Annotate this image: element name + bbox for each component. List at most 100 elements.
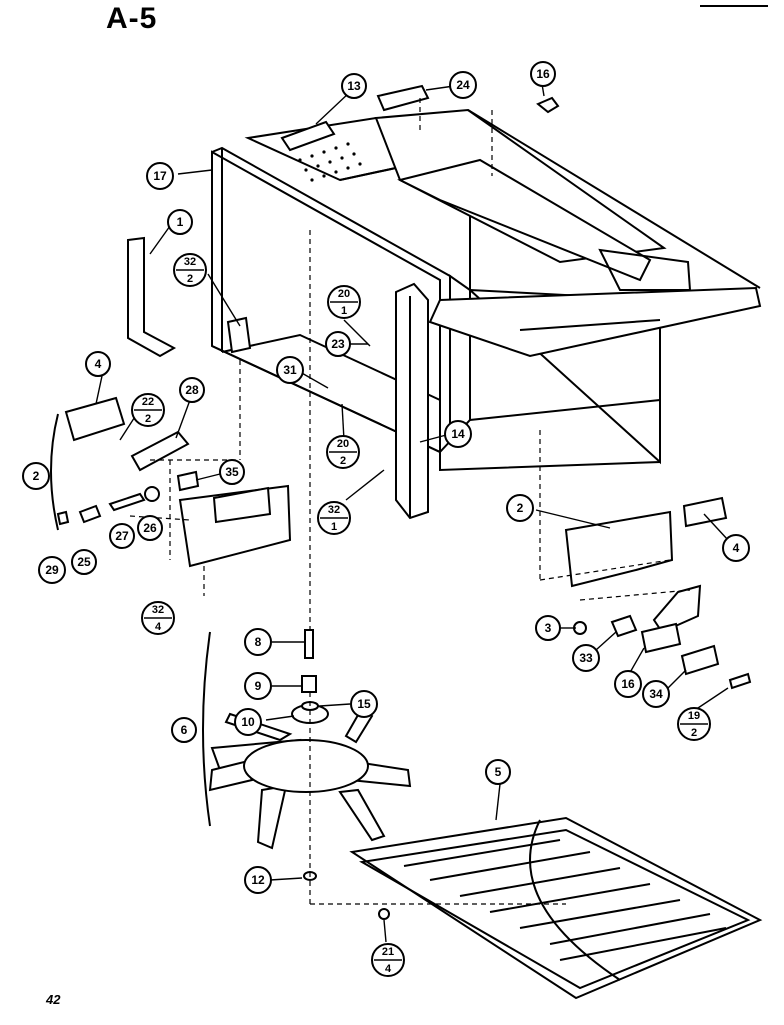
callout-13 — [341, 73, 367, 99]
callout-9 — [244, 672, 272, 700]
callout-label: 16 — [536, 67, 550, 81]
callout-label: 34 — [649, 687, 663, 701]
split-callout-bottom: 2 — [691, 727, 697, 739]
rod-1 — [127, 236, 177, 358]
callout-4b — [722, 534, 750, 562]
base-pan-5 — [349, 816, 763, 1000]
plate-4-left — [64, 396, 126, 442]
split-callout-top: 32 — [184, 256, 196, 268]
callout-1 — [167, 209, 193, 235]
callout-label: 13 — [347, 79, 361, 93]
screw-21 — [378, 908, 390, 920]
split-callout-bottom: 2 — [340, 455, 346, 467]
fan-blade — [256, 784, 288, 850]
callout-34 — [642, 680, 670, 708]
callout-label: 4 — [95, 357, 102, 371]
split-callout-top: 19 — [688, 710, 700, 722]
split-callout-bottom: 2 — [187, 273, 193, 285]
callout-2a — [22, 462, 50, 490]
nut-29 — [56, 510, 70, 526]
split-callout-top: 21 — [382, 946, 394, 958]
fan-blade — [338, 788, 386, 842]
callout-16b — [614, 670, 642, 698]
callout-35 — [219, 459, 245, 485]
callout-26 — [137, 515, 163, 541]
callout-label: 14 — [451, 427, 465, 441]
lever-28 — [130, 430, 190, 472]
fan-hub-disc — [243, 739, 369, 793]
vent-holes — [298, 142, 362, 182]
callout-label: 12 — [251, 873, 265, 887]
callout-label: 25 — [77, 555, 91, 569]
terminal-block-13 — [280, 120, 336, 152]
split-callout-top: 22 — [142, 396, 154, 408]
screw-27 — [108, 492, 146, 512]
callout-label: 35 — [225, 465, 239, 479]
callout-33 — [572, 644, 600, 672]
split-callout-top: 32 — [152, 604, 164, 616]
screw-19 — [728, 672, 752, 690]
clip-16 — [536, 96, 560, 114]
callout-5 — [485, 759, 511, 785]
callout-4a — [85, 351, 111, 377]
callout-label: 27 — [115, 529, 129, 543]
callout-label: 33 — [579, 651, 593, 665]
plate-4-right — [682, 496, 728, 528]
callout-label: 26 — [143, 521, 157, 535]
callout-label: 10 — [241, 715, 255, 729]
switch-mount-plate-right — [564, 510, 674, 588]
terminal-block-24 — [376, 84, 430, 112]
split-callout-top: 20 — [338, 288, 350, 300]
split-callout-bottom: 1 — [341, 305, 347, 317]
callout-label: 31 — [283, 363, 297, 377]
callout-label: 3 — [545, 621, 552, 635]
callout-label: 15 — [357, 697, 371, 711]
split-callout-top: 20 — [337, 438, 349, 450]
callout-15 — [350, 690, 378, 718]
callout-label: 4 — [733, 541, 740, 555]
callout-label: 23 — [331, 337, 345, 351]
lever-33 — [610, 614, 638, 638]
callout-25 — [71, 549, 97, 575]
callout-label: 2 — [517, 501, 524, 515]
shaft-bolt-8 — [304, 629, 314, 659]
callout-label: 17 — [153, 169, 167, 183]
callout-label: 29 — [45, 563, 59, 577]
callout-label: 6 — [181, 723, 188, 737]
switch-lever — [652, 584, 702, 634]
split-callout-bottom: 2 — [145, 413, 151, 425]
callout-28 — [179, 377, 205, 403]
callout-17 — [146, 162, 174, 190]
callout-8 — [244, 628, 272, 656]
callout-label: 24 — [456, 78, 470, 92]
split-callout-bottom: 4 — [385, 963, 392, 975]
page-number: 42 — [46, 992, 61, 1007]
callout-label: 1 — [177, 215, 184, 229]
callout-2b — [506, 494, 534, 522]
page-title: A-5 — [106, 2, 158, 35]
callout-16a — [530, 61, 556, 87]
microswitch-16 — [640, 622, 682, 654]
spacer-9 — [301, 675, 317, 693]
callout-24 — [449, 71, 477, 99]
callout-31 — [276, 356, 304, 384]
callout-label: 28 — [185, 383, 199, 397]
spring-25 — [78, 504, 102, 524]
callout-label: 2 — [33, 469, 40, 483]
callout-label: 8 — [255, 635, 262, 649]
callout-27 — [109, 523, 135, 549]
microswitch-34 — [680, 644, 720, 676]
callout-6 — [171, 717, 197, 743]
callout-10 — [234, 708, 262, 736]
knob-26 — [144, 486, 160, 502]
callout-12 — [244, 866, 272, 894]
callout-label: 16 — [621, 677, 635, 691]
split-callout-bottom: 1 — [331, 521, 337, 533]
callout-3 — [535, 615, 561, 641]
clip-35 — [176, 470, 200, 492]
cabinet-assembly — [211, 108, 762, 520]
callout-label: 5 — [495, 765, 502, 779]
split-callout-bottom: 4 — [155, 621, 162, 633]
callout-23 — [325, 331, 351, 357]
